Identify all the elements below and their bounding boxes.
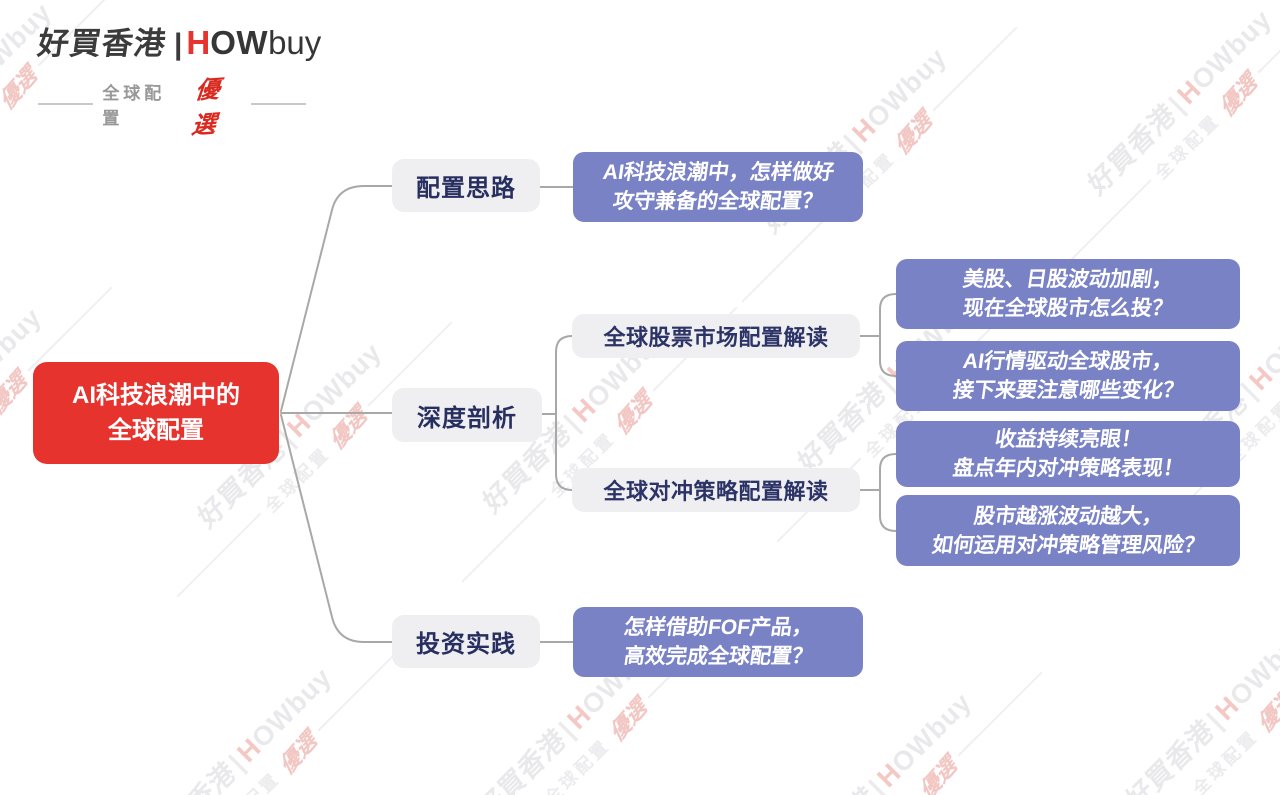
branch-label: 配置思路 (416, 175, 516, 202)
leaf-line2: 如何运用对冲策略管理风险？ (929, 533, 1207, 557)
connector-branch2-subs (541, 335, 573, 491)
leaf-question-global-allocation: AI科技浪潮中，怎样做好 攻守兼备的全球配置？ (573, 152, 863, 222)
leaf-line2: 攻守兼备的全球配置？ (611, 190, 825, 213)
leaf-line2: 接下来要注意哪些变化？ (950, 379, 1186, 402)
root-node-line2: 全球配置 (108, 417, 204, 444)
subtopic-global-hedge-allocation: 全球对冲策略配置解读 (572, 468, 860, 512)
tagline-left-rule (38, 103, 94, 105)
leaf-question-us-japan-volatility: 美股、日股波动加剧， 现在全球股市怎么投？ (896, 259, 1240, 329)
branch-investment-practice: 投资实践 (392, 615, 540, 668)
leaf-line1: 怎样借助FOF产品， (621, 616, 815, 639)
leaf-line1: AI科技浪潮中，怎样做好 (600, 161, 836, 184)
tagline-script: 優選 (190, 74, 222, 140)
branch-label: 投资实践 (416, 631, 516, 658)
connector-sub1-leaves (859, 293, 897, 377)
connector-root-branch1 (280, 185, 393, 412)
root-node-line1: AI科技浪潮中的 (72, 382, 240, 409)
leaf-line1: AI行情驱动全球股市， (961, 350, 1175, 373)
tagline-text: 全球配置 (102, 84, 166, 128)
branch-allocation-approach: 配置思路 (392, 159, 540, 212)
brand-separator: | (174, 28, 183, 61)
leaf-line1: 收益持续亮眼！ (992, 428, 1144, 451)
leaf-question-hedge-risk-management: 股市越涨波动越大， 如何运用对冲策略管理风险？ (896, 495, 1240, 566)
brand-letter-h: H (186, 24, 211, 61)
brand-name-chinese: 好買香港 (35, 26, 169, 61)
leaf-line2: 现在全球股市怎么投？ (961, 297, 1175, 320)
leaf-line2: 盘点年内对冲策略表现！ (950, 457, 1186, 480)
leaf-question-hedge-performance: 收益持续亮眼！ 盘点年内对冲策略表现！ (896, 421, 1240, 487)
branch-deep-analysis: 深度剖析 (392, 388, 542, 442)
branch-label: 深度剖析 (417, 404, 517, 432)
root-node: AI科技浪潮中的 全球配置 (33, 362, 279, 464)
tagline-right-rule (250, 103, 306, 105)
leaf-line1: 美股、日股波动加剧， (961, 268, 1175, 291)
brand-logo-row: 好買香港 | H OW buy (35, 24, 322, 61)
subtopic-global-equity-allocation: 全球股票市场配置解读 (572, 314, 860, 358)
connector-sub2-leaves (859, 453, 897, 532)
leaf-question-ai-driven-markets: AI行情驱动全球股市， 接下来要注意哪些变化？ (896, 341, 1240, 411)
leaf-line2: 高效完成全球配置？ (621, 645, 815, 668)
brand-logo: 好買香港 | H OW buy 全球配置 優選 (35, 24, 322, 140)
connector-root-branch3 (280, 414, 393, 643)
subtopic-label: 全球股票市场配置解读 (603, 325, 829, 350)
leaf-line1: 股市越涨波动越大， (971, 504, 1165, 528)
brand-letters-ow: OW (210, 24, 269, 61)
brand-tagline: 全球配置 優選 (38, 69, 306, 140)
subtopic-label: 全球对冲策略配置解读 (603, 479, 829, 504)
leaf-question-fof-products: 怎样借助FOF产品， 高效完成全球配置？ (573, 607, 863, 677)
brand-letters-buy: buy (268, 24, 322, 61)
